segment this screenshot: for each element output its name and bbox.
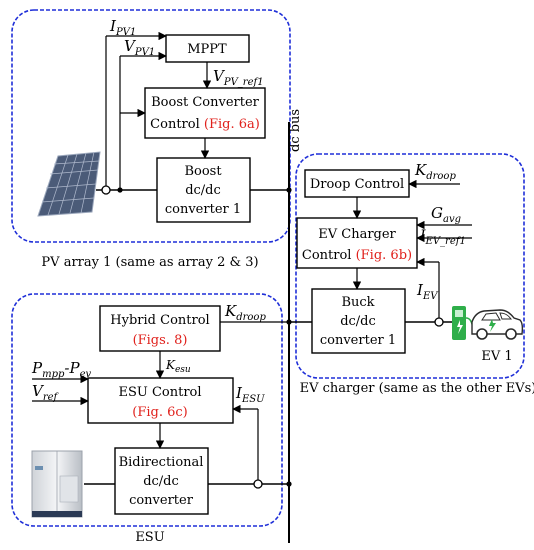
node-pv: [117, 187, 123, 193]
ev-charger-icon: [452, 306, 475, 340]
kdroop-ev-label: Kdroop: [414, 161, 456, 182]
mppt-block: [165, 34, 250, 63]
boost-control-line2-group: Control (Fig. 6a): [150, 117, 260, 132]
buck-converter-line1: Buck: [341, 295, 374, 310]
ev-charger-control-line2-group: Control (Fig. 6b): [302, 248, 412, 263]
bidirectional-converter-block: [114, 447, 209, 515]
iev-ref-label: IEV_ref1: [419, 228, 466, 247]
esu-control-block: [87, 377, 234, 424]
dc-bus-label: dc bus: [288, 109, 303, 152]
vpv-label: VPV1: [124, 37, 155, 58]
kdroop-hybrid-label: Kdroop: [224, 302, 266, 323]
mppt-label: MPPT: [187, 42, 227, 57]
current-sensor-esu: [253, 479, 263, 489]
vpv-ref-label: VPV_ref1: [213, 67, 264, 88]
pv-region-caption: PV array 1 (same as array 2 & 3): [41, 255, 258, 270]
boost-converter-line2: dc/dc: [185, 183, 221, 198]
esu-region-caption: ESU: [135, 530, 164, 545]
pmpp-pev-label: Pmpp-Pev: [31, 359, 91, 380]
buck-converter-line2: dc/dc: [340, 314, 376, 329]
kesu-label: Kesu: [165, 358, 191, 375]
current-sensor-ev: [434, 317, 444, 327]
ev-region-border: [295, 153, 525, 379]
bidirectional-converter-line1: Bidirectional: [119, 455, 204, 470]
ev-label: EV 1: [481, 349, 512, 364]
boost-control-block: [144, 87, 266, 139]
node-esu-bus: [286, 481, 292, 487]
hybrid-control-line1: Hybrid Control: [110, 313, 209, 328]
vref-label: Vref: [32, 382, 60, 403]
boost-control-line2: Control: [150, 117, 200, 132]
pv-panel-icon: [37, 151, 101, 217]
ev-charger-control-ref: (Fig. 6b): [356, 248, 413, 263]
ipv-label: IPV1: [109, 17, 136, 38]
boost-converter-line1: Boost: [184, 164, 222, 179]
hybrid-control-ref: (Figs. 8): [133, 333, 188, 348]
buck-converter-line3: converter 1: [320, 333, 396, 348]
esu-control-ref: (Fig. 6c): [132, 405, 187, 420]
gavg-label: Gavg: [431, 204, 461, 225]
ev-charger-control-line1: EV Charger: [318, 227, 396, 242]
esu-region-border: [11, 293, 283, 527]
bidirectional-converter-line3: converter: [129, 493, 194, 508]
bidirectional-converter-line2: dc/dc: [143, 474, 179, 489]
ev-car-icon: [471, 309, 524, 340]
current-sensor-pv: [101, 185, 111, 195]
iev-label: IEV: [416, 281, 439, 302]
buck-converter-block: [311, 288, 406, 354]
hybrid-control-block: [99, 305, 221, 352]
boost-control-line1: Boost Converter: [151, 95, 260, 110]
boost-converter-line3: converter 1: [165, 202, 241, 217]
ev-region-caption: EV charger (same as the other EVs): [300, 381, 534, 396]
boost-control-ref: (Fig. 6a): [204, 117, 260, 132]
droop-control-label: Droop Control: [310, 177, 404, 192]
node-boost-bus: [286, 187, 292, 193]
esu-control-line1: ESU Control: [118, 385, 201, 400]
battery-cabinet-icon: [31, 450, 83, 518]
droop-control-block: [304, 169, 410, 198]
iesu-label: IESU: [235, 384, 265, 405]
ev-charger-control-line2: Control: [302, 248, 352, 263]
